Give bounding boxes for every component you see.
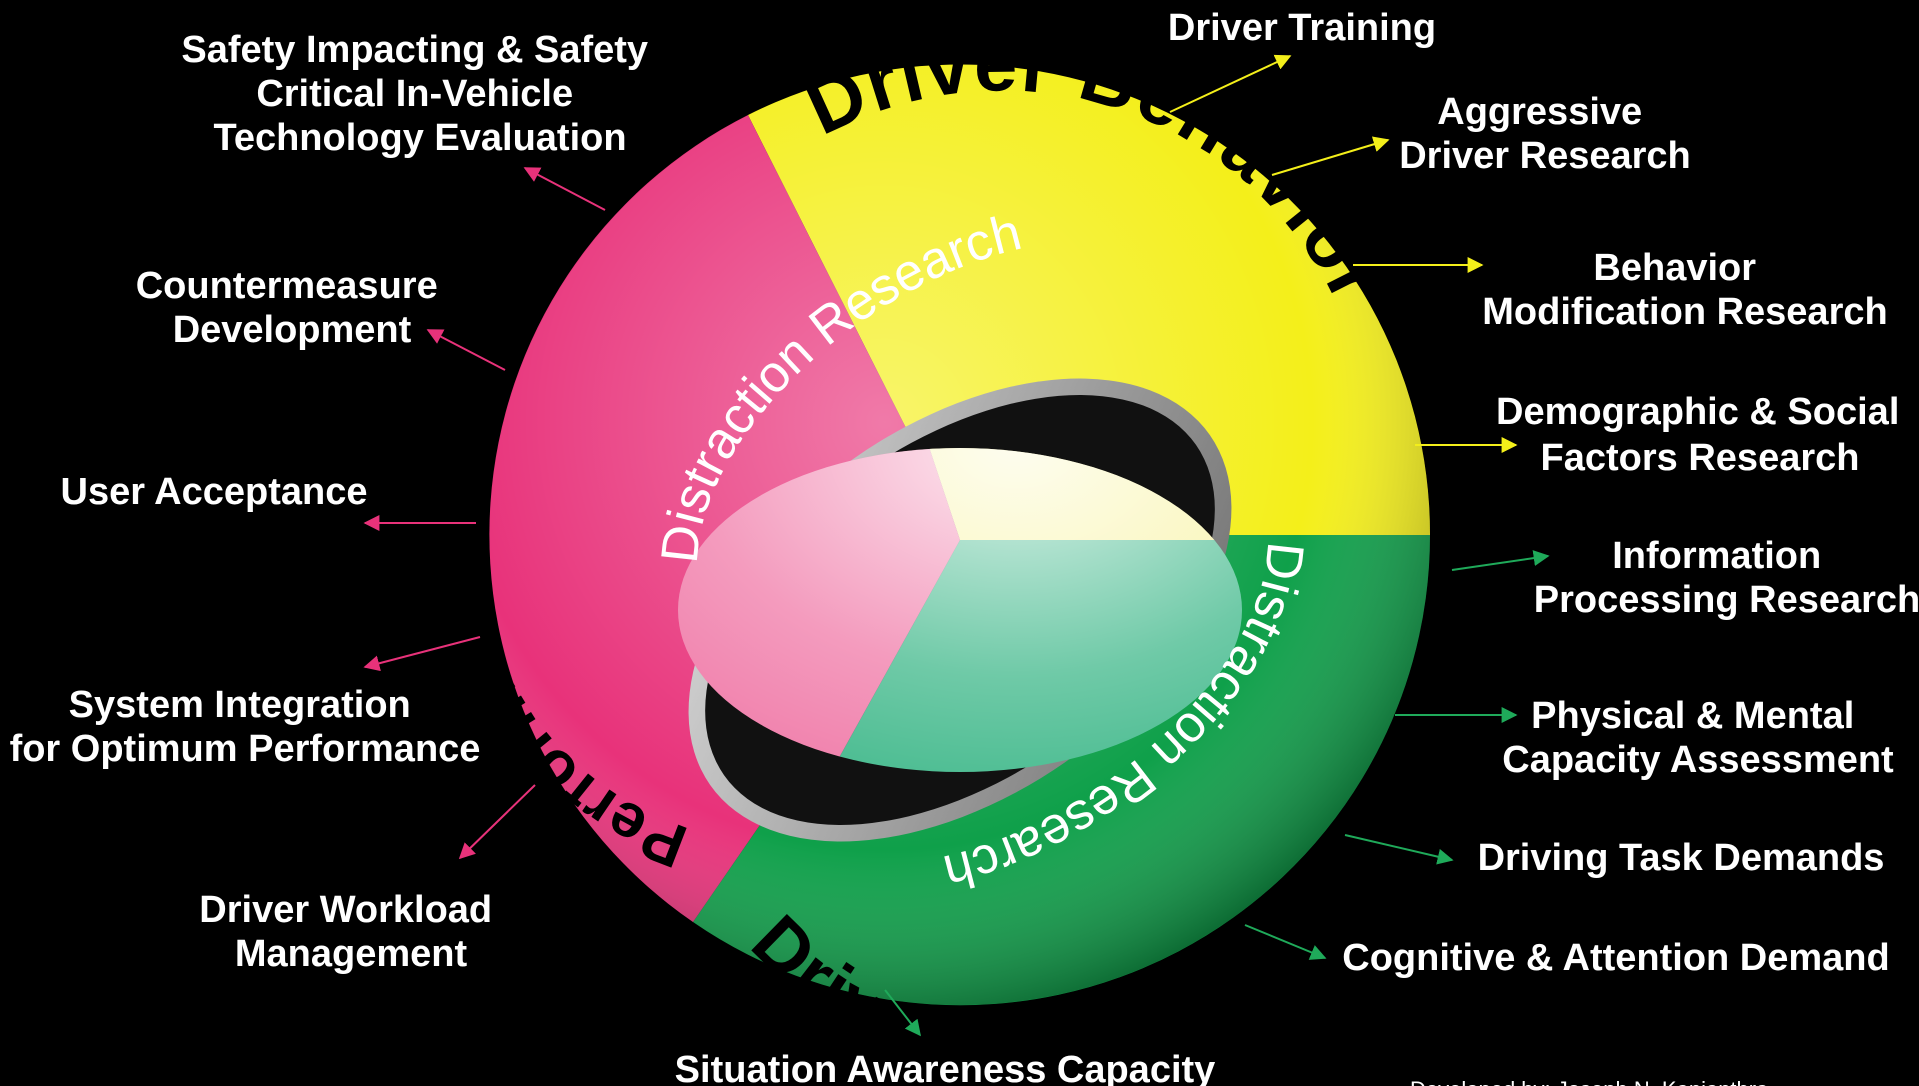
label-driving-task-demands: Driving Task Demands xyxy=(1478,837,1885,879)
label-system-integration: System Integration for Optimum Performan… xyxy=(10,684,481,770)
label-aggressive-driver: Aggressive Driver Research xyxy=(1399,91,1691,177)
credit-text: Developed by: Joseph N. Kanianthra xyxy=(1410,1077,1769,1086)
label-user-acceptance: User Acceptance xyxy=(61,471,368,513)
label-situation-awareness: Situation Awareness Capacity xyxy=(675,1049,1216,1086)
arrow-situation-awareness xyxy=(884,989,921,1037)
label-demographic-social: Demographic & Social Factors Research xyxy=(1496,391,1910,479)
arrow-driver-workload xyxy=(458,784,536,860)
connector-arrows xyxy=(363,54,1550,1037)
label-countermeasure-development: Countermeasure Development xyxy=(136,265,449,351)
arrow-driver-training xyxy=(1169,54,1292,113)
lens-highlight xyxy=(678,448,1242,772)
arrow-information-processing xyxy=(1451,550,1550,571)
label-cognitive-attention: Cognitive & Attention Demand xyxy=(1342,937,1889,979)
arrow-driving-task-demands xyxy=(1344,834,1454,865)
label-behavior-modification: Behavior Modification Research xyxy=(1482,247,1887,333)
label-safety-impacting: Safety Impacting & Safety Critical In-Ve… xyxy=(181,29,658,159)
arrow-countermeasure xyxy=(426,329,506,371)
label-driver-training: Driver Training xyxy=(1168,7,1436,49)
label-physical-mental: Physical & Mental Capacity Assessment xyxy=(1502,695,1894,781)
arrow-system-integration xyxy=(363,636,481,672)
label-driver-workload: Driver Workload Management xyxy=(199,889,502,975)
arrow-aggressive-driver xyxy=(1271,136,1390,176)
arrow-safety-impacting xyxy=(523,167,606,211)
arrow-cognitive-attention xyxy=(1244,924,1327,960)
label-information-processing: Information Processing Research xyxy=(1534,535,1919,621)
